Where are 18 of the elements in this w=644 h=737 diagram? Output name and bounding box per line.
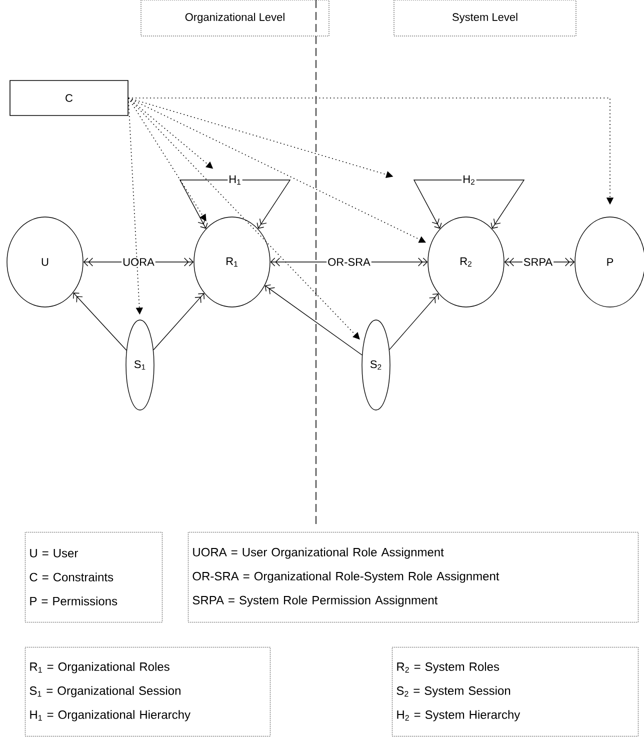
key-box: R$_{2}$ = System Roles S$_{2}$ = System Session H$_{2}$ = System Hierarchy bbox=[392, 647, 638, 736]
edge-label: H$_{2}$ bbox=[462, 174, 476, 186]
edge-label: OR-SRA bbox=[326, 257, 372, 267]
arrow bbox=[264, 284, 362, 356]
edge-label: SRPA bbox=[522, 257, 554, 267]
arrow bbox=[179, 180, 291, 229]
arrow bbox=[389, 294, 439, 350]
key-box: R$_{1}$ = Organizational Roles S$_{1}$ = Organizational Session H$_{1}$ = Organizational Hierarchy bbox=[25, 647, 270, 736]
edge-label: UORA bbox=[122, 257, 156, 267]
heading-box: System Level bbox=[394, 0, 576, 36]
arrow bbox=[153, 293, 204, 350]
arrow bbox=[413, 180, 525, 229]
heading-box: Organizational Level bbox=[140, 0, 330, 36]
edge-label: H$_{1}$ bbox=[228, 174, 242, 186]
key-box: UORA = User Organizational Role Assignment OR-SRA = Organizational Role-System Role Assignment SRPA = System Role Permission Assignment bbox=[188, 532, 638, 622]
constraint-box: C bbox=[10, 80, 128, 116]
key-box: U = User C = Constraints P = Permissions bbox=[25, 532, 162, 622]
arrow bbox=[73, 292, 127, 351]
